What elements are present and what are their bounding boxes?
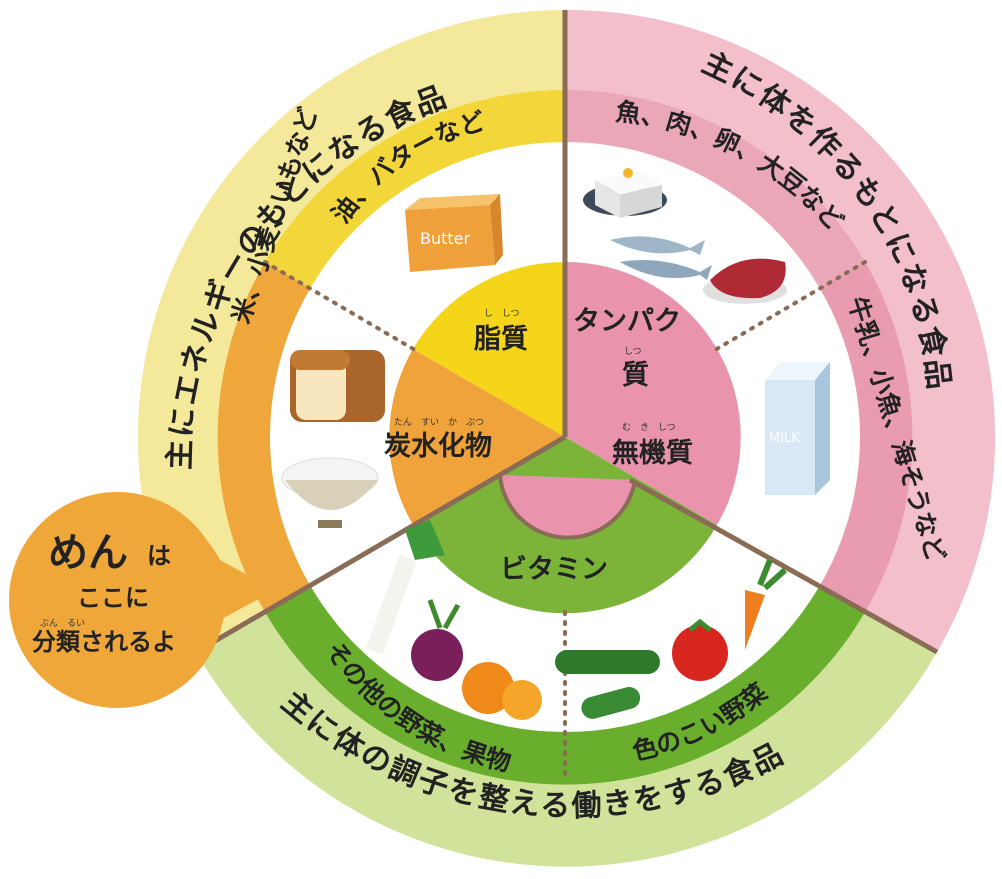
svg-text:Butter: Butter [420,229,471,248]
core-carb-label: 炭水化物 [384,431,492,462]
beet-icon [411,599,463,681]
core-vitamin-label: ビタミン [500,554,608,585]
fat-ruby: し しつ [484,308,519,319]
speech-bubble: めん は ここに ぶん るい 分類されるよ [9,492,275,708]
protein-ruby: しつ [624,346,641,357]
bubble-big-text: めん [48,530,128,576]
butter-illustration: Butter [405,194,503,272]
fish-icon [610,236,712,280]
divider-right [628,477,939,655]
cucumber-icon [555,650,660,719]
divider-left [194,434,567,655]
bread-icon [290,350,385,422]
mineral-ruby: む き しつ [622,422,675,433]
bubble-line3: 分類されるよ [32,628,176,656]
core-carb-sector [389,349,565,525]
bubble-ruby: ぶん るい [40,618,85,629]
tomato-icon [672,618,728,681]
carb-ruby: たん すい か ぶつ [394,417,484,428]
mineral-notch [498,474,637,540]
core-fat-label: 脂質 [474,324,528,355]
core-fat-sector [413,261,565,437]
bubble-particle: は [147,542,171,570]
milk-carton-icon: MILK [765,362,830,495]
orange-icon [462,662,542,720]
dotted-left [263,260,417,352]
tofu-icon [583,168,667,218]
rice-bowl-icon [281,457,379,528]
dotted-right [713,260,867,352]
bubble-line2: ここに [77,584,149,612]
core-mineral-label: 無機質 [612,438,693,469]
leek-icon [365,520,445,655]
core-pink-sector [565,261,741,525]
meat-icon [703,258,787,304]
core-protein-label-1: タンパク [573,306,681,337]
svg-text:MILK: MILK [769,431,800,446]
carrot-icon [745,558,788,650]
core-protein-label-2: 質 [622,360,649,391]
